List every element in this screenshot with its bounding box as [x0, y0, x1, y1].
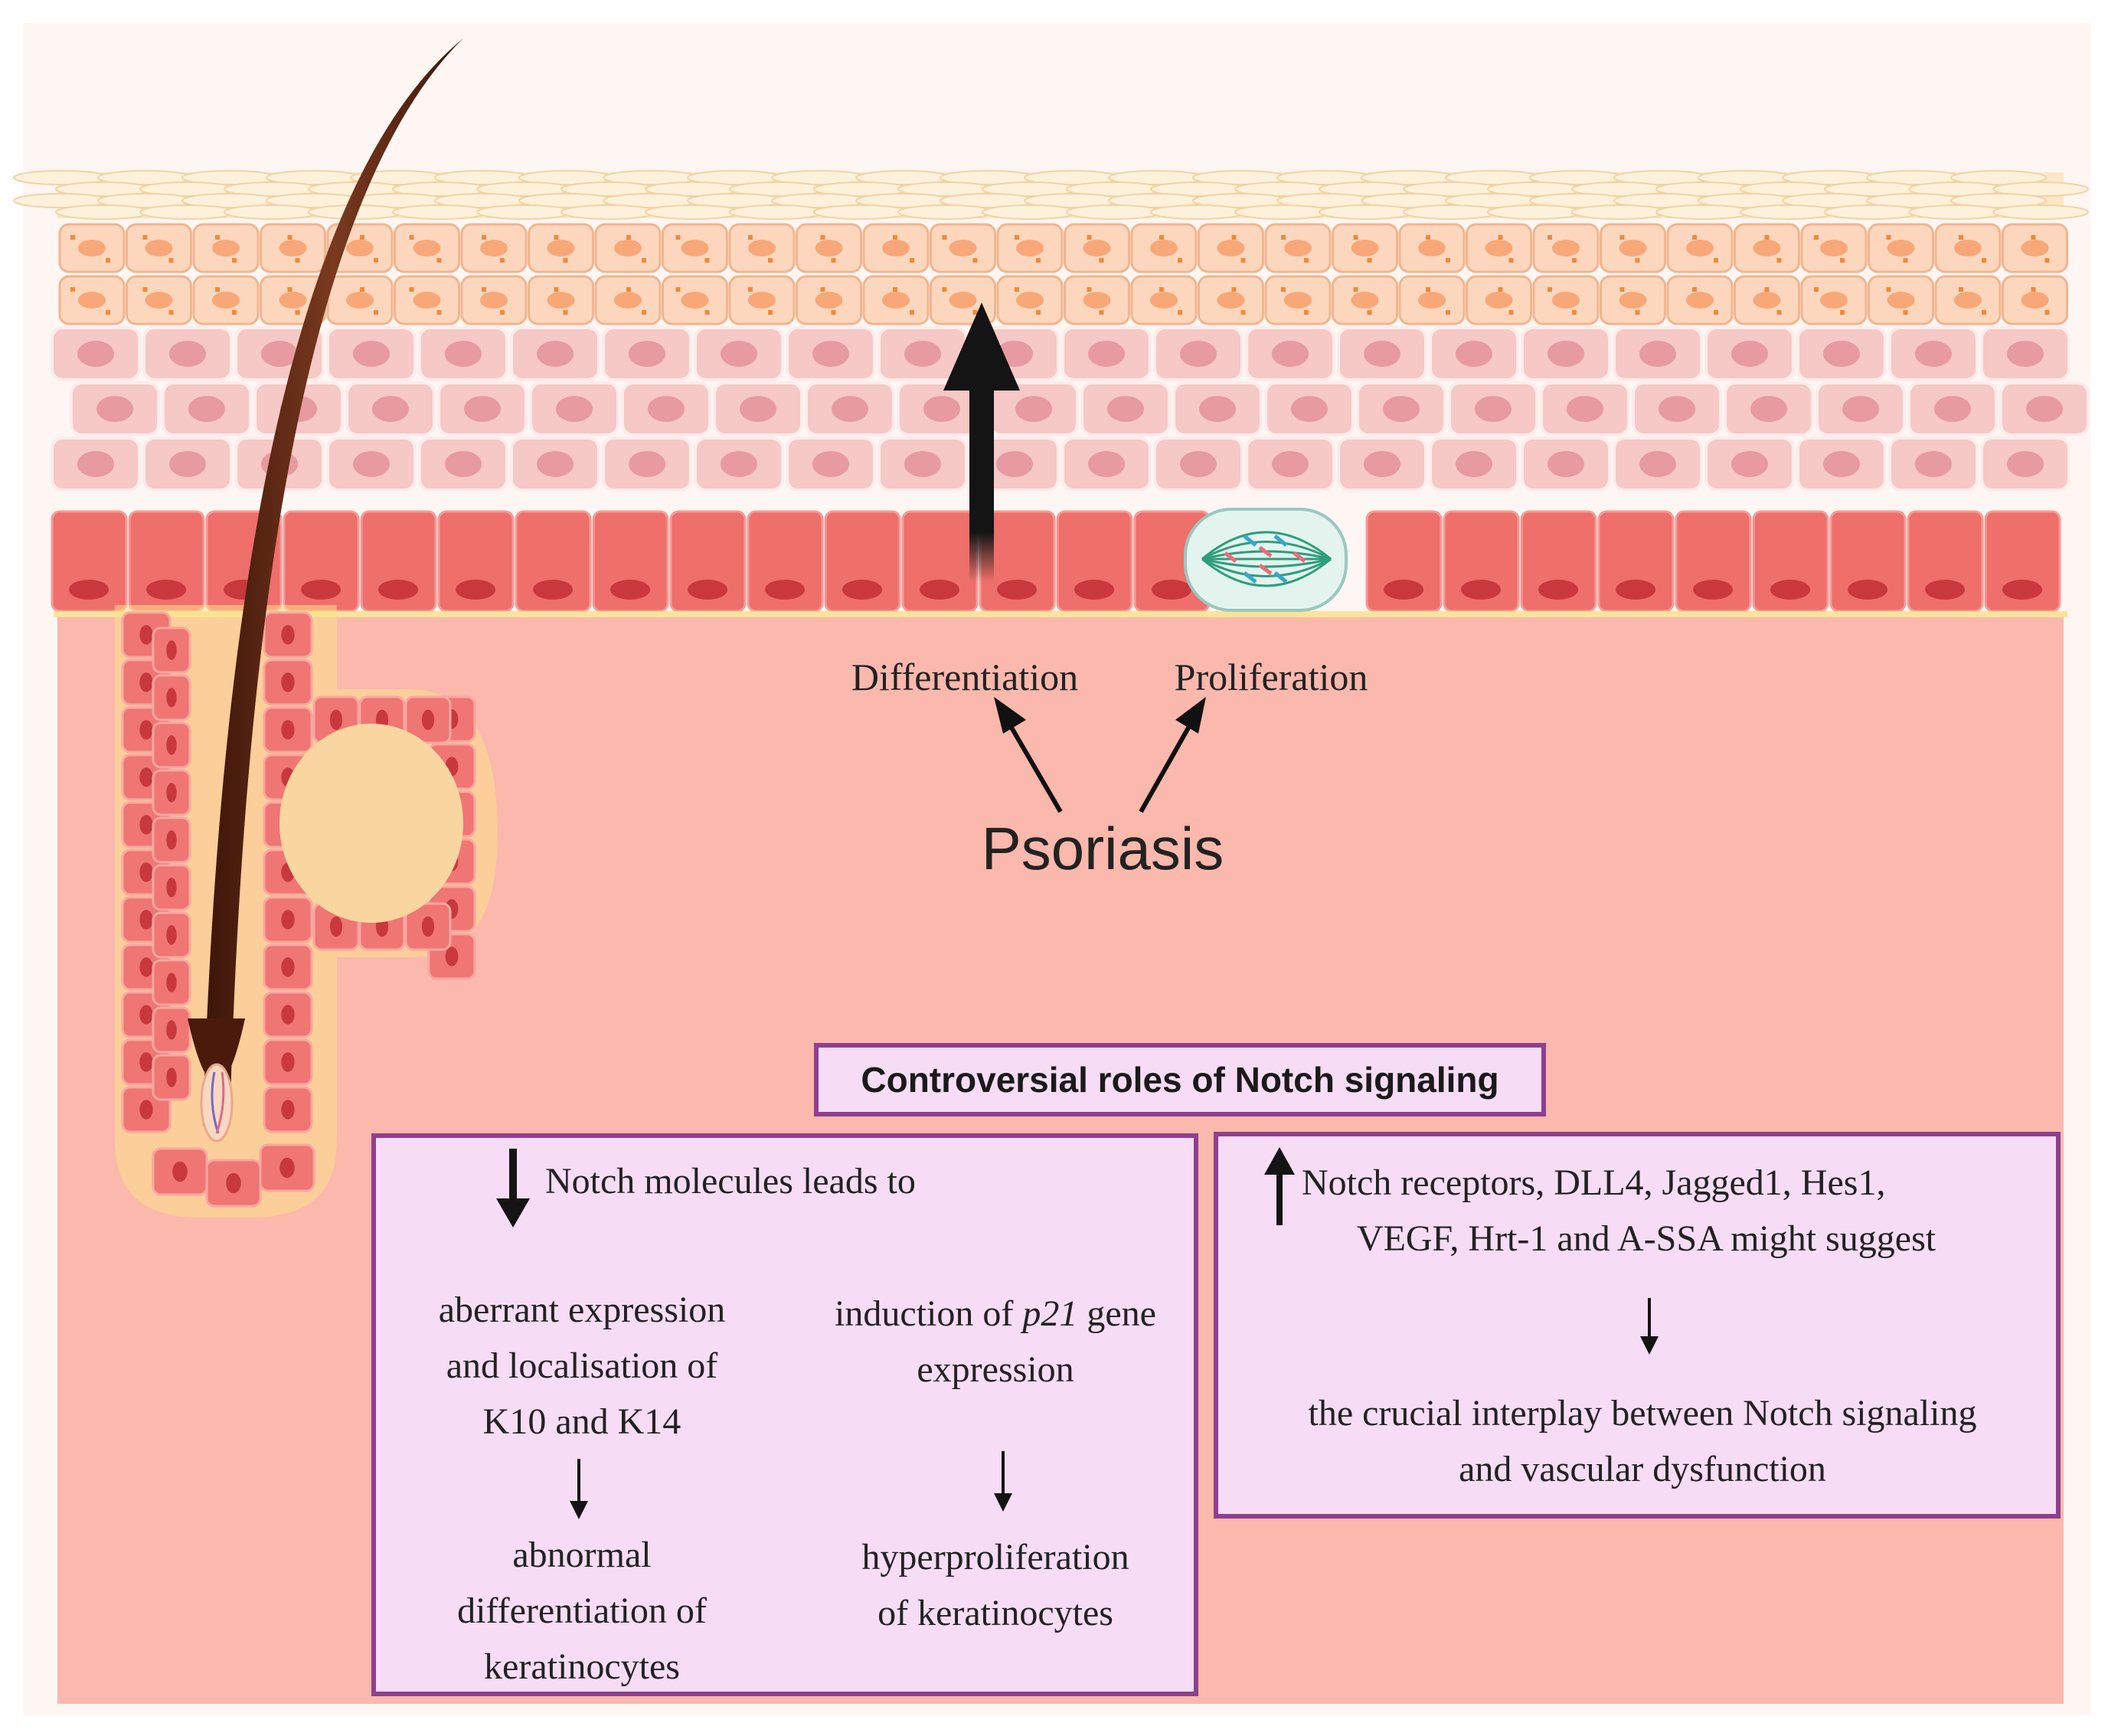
stratum-spinosum: [51, 326, 2090, 492]
stratum-basale: [51, 510, 2061, 613]
right-branch-line1-post: gene: [1077, 1293, 1156, 1334]
down-arrow-head-icon: [496, 1198, 530, 1228]
left-branch-line2: and localisation of: [446, 1345, 718, 1386]
condition-title: Psoriasis: [981, 815, 1224, 882]
right-box-down-arrow-head-icon: [1640, 1336, 1659, 1355]
right-branch-down-arrow-head-icon: [994, 1493, 1012, 1512]
mitotic-cell-icon: [1184, 508, 1348, 612]
left-branch-down-arrow-icon: [577, 1459, 580, 1512]
differentiation-label: Differentiation: [851, 655, 1079, 698]
up-arrow-icon: [1276, 1172, 1283, 1225]
right-box-line2: VEGF, Hrt-1 and A-SSA might suggest: [1356, 1218, 1936, 1259]
right-box-result2: and vascular dysfunction: [1459, 1449, 1826, 1489]
right-info-box: [1214, 1132, 2061, 1519]
hair-shaft: [203, 38, 463, 1126]
header-box: [814, 1043, 1546, 1116]
stratum-granulosum: [58, 223, 2068, 325]
right-branch-line1-pre: induction of: [835, 1293, 1023, 1334]
left-branch-line1: aberrant expression: [438, 1290, 726, 1330]
left-result-line3: keratinocytes: [484, 1646, 680, 1687]
upward-arrow-icon: [943, 302, 1020, 582]
right-result-line2: of keratinocytes: [878, 1593, 1113, 1633]
right-branch-line1: induction of p21 gene: [796, 1290, 1195, 1338]
right-result-line1: hyperproliferation: [861, 1537, 1129, 1577]
down-arrow-icon: [509, 1149, 517, 1214]
left-branch-line3: K10 and K14: [482, 1401, 681, 1442]
stratum-corneum: [13, 170, 2089, 220]
right-box-result1: the crucial interplay between Notch sign…: [1308, 1393, 1977, 1434]
right-branch-line2: expression: [917, 1349, 1074, 1390]
left-branch-down-arrow-head-icon: [570, 1501, 588, 1519]
left-box-intro: Notch molecules leads to: [545, 1161, 916, 1201]
right-box-down-arrow-icon: [1648, 1298, 1651, 1348]
diverging-arrows-icon: [994, 697, 1206, 813]
right-branch-down-arrow-icon: [1002, 1451, 1005, 1505]
proliferation-label: Proliferation: [1174, 655, 1368, 698]
header-box-title: Controversial roles of Notch signaling: [861, 1060, 1499, 1100]
hair-follicle: [115, 38, 498, 1218]
left-result-line2: differentiation of: [457, 1591, 707, 1631]
up-arrow-head-icon: [1264, 1147, 1295, 1175]
left-result-line1: abnormal: [512, 1535, 652, 1575]
right-box-line1: Notch receptors, DLL4, Jagged1, Hes1,: [1302, 1162, 1886, 1203]
p21-gene-name: p21: [1022, 1293, 1078, 1334]
